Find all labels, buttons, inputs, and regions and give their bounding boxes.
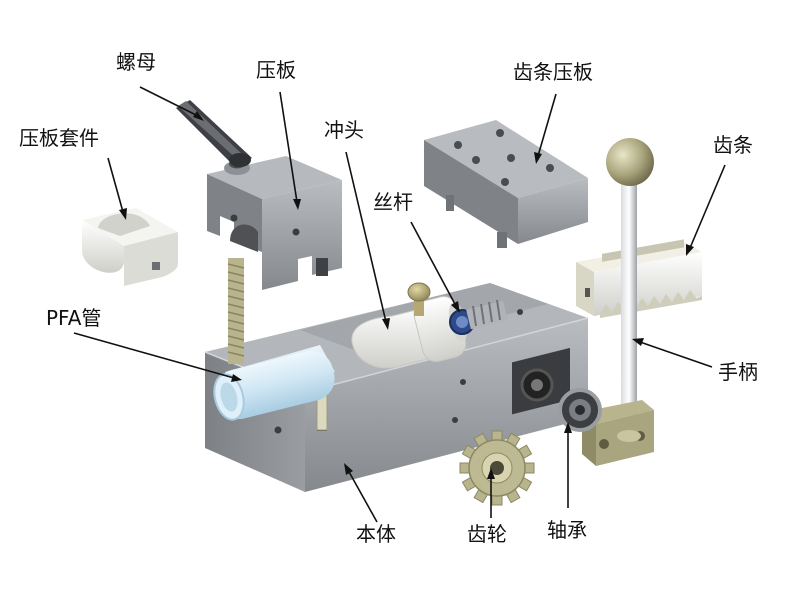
- arrow-bearing: [564, 422, 572, 433]
- arrow-handle: [632, 338, 644, 346]
- press-plate-kit-part: [82, 208, 178, 286]
- label-bearing: 轴承: [547, 518, 587, 542]
- label-pfa-tube: PFA管: [46, 306, 102, 330]
- label-handle: 手柄: [718, 360, 758, 384]
- label-rack-press-plate: 齿条压板: [513, 60, 593, 84]
- threaded-stud: [227, 258, 245, 364]
- label-body: 本体: [356, 522, 396, 546]
- leader-rack-press-plate: [537, 93, 557, 157]
- label-press-plate: 压板: [256, 58, 296, 82]
- label-punch: 冲头: [324, 118, 364, 142]
- press-plate-part: [207, 156, 342, 290]
- leader-nut: [139, 86, 199, 117]
- arrow-punch: [382, 318, 390, 330]
- label-press-plate-kit: 压板套件: [19, 126, 99, 150]
- arrow-gear: [487, 468, 495, 479]
- leader-punch: [345, 151, 387, 323]
- arrow-nut: [193, 111, 204, 121]
- gear-part: [459, 430, 535, 506]
- arrow-rack: [686, 244, 694, 256]
- arrow-rack-press-plate: [534, 152, 542, 164]
- arrow-body: [344, 463, 353, 475]
- lead-screw-part: [407, 282, 508, 335]
- punch-part: [351, 296, 468, 369]
- arrow-pfa-tube: [231, 374, 242, 382]
- leader-rack: [689, 164, 726, 249]
- leader-body: [347, 469, 378, 523]
- leader-press-plate: [279, 91, 298, 203]
- arrow-press-plate: [293, 199, 301, 210]
- leader-press-plate-kit: [107, 157, 124, 213]
- label-lead-screw: 丝杆: [373, 190, 413, 214]
- leader-pfa-tube: [73, 332, 235, 379]
- label-nut: 螺母: [116, 50, 156, 74]
- label-rack: 齿条: [713, 133, 753, 157]
- leader-lead-screw: [410, 221, 457, 307]
- rack-part: [576, 239, 702, 318]
- arrow-press-plate-kit: [119, 208, 127, 220]
- leader-handle: [639, 341, 713, 368]
- leader-lines: [73, 86, 726, 523]
- arrow-lead-screw: [451, 301, 460, 313]
- label-gear: 齿轮: [467, 522, 507, 546]
- bearing-part: [558, 388, 602, 432]
- pfa-tube-part: [213, 345, 335, 421]
- rack-press-plate-part: [424, 120, 588, 248]
